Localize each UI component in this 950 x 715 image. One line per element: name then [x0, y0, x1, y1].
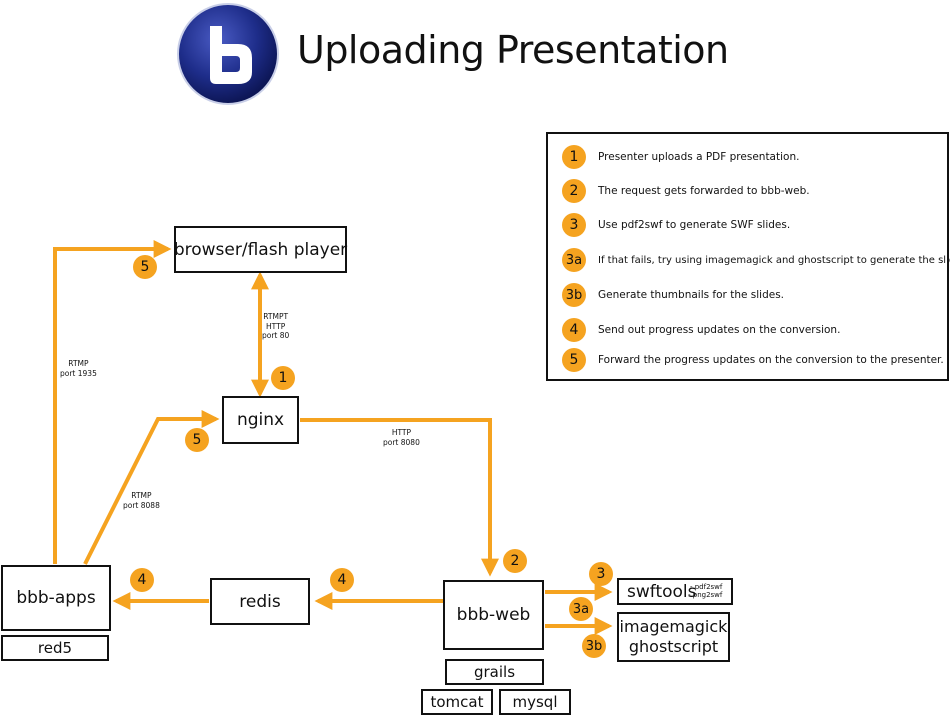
- nginx-node: nginx: [222, 396, 299, 444]
- step-badge-4-left: 4: [130, 568, 154, 592]
- step-badge-3b: 3b: [582, 634, 606, 658]
- grails-label: grails: [473, 663, 516, 681]
- legend-item-3a: 3a If that fails, try using imagemagick …: [562, 248, 950, 272]
- legend-panel: 1 Presenter uploads a PDF presentation. …: [546, 132, 950, 381]
- mysql-node: mysql: [499, 689, 571, 715]
- imagemagick-ghostscript-node: imagemagick ghostscript: [617, 612, 730, 662]
- tomcat-node: tomcat: [421, 689, 493, 715]
- bbb-apps-label: bbb-apps: [16, 588, 96, 608]
- edge-label-line: HTTP: [266, 321, 286, 331]
- edge-label-line: RTMP: [131, 491, 152, 500]
- legend-item-5: 5 Forward the progress updates on the co…: [562, 348, 944, 372]
- redis-node: redis: [210, 578, 310, 625]
- legend-text: Forward the progress updates on the conv…: [598, 354, 944, 366]
- edge-label-line: port 1935: [60, 368, 97, 378]
- bigbluebutton-logo: [177, 3, 279, 105]
- legend-text: Use pdf2swf to generate SWF slides.: [598, 219, 791, 231]
- step-badge-3: 3: [589, 562, 613, 586]
- step-badge-3a: 3a: [569, 597, 593, 621]
- page-title: Uploading Presentation: [297, 28, 729, 72]
- legend-item-1: 1 Presenter uploads a PDF presentation.: [562, 145, 799, 169]
- bbb-web-node: bbb-web: [443, 580, 544, 650]
- swftools-label: swftools: [627, 581, 697, 602]
- imagemagick-label: imagemagick: [619, 617, 728, 636]
- legend-badge: 1: [562, 145, 586, 169]
- step-badge-5-nginx: 5: [185, 428, 209, 452]
- legend-item-3: 3 Use pdf2swf to generate SWF slides.: [562, 213, 790, 237]
- edge-label-bbbapps-browser: RTMP port 1935: [60, 359, 97, 378]
- edge-label-bbbapps-nginx: RTMP port 8088: [123, 491, 160, 510]
- edge-label-line: port 8080: [383, 437, 420, 447]
- edge-label-line: HTTP: [391, 428, 412, 437]
- swftools-node: swftools: [617, 578, 733, 605]
- bbb-web-label: bbb-web: [456, 605, 531, 625]
- bbb-apps-node: bbb-apps: [1, 565, 111, 631]
- swftools-sub-png2swf: - png2swf: [688, 591, 723, 599]
- arrow-bbbapps-nginx: [83, 410, 220, 565]
- browser-flash-player-node: browser/flash player: [174, 226, 347, 273]
- edge-label-line: port 8088: [123, 500, 160, 510]
- legend-text: Presenter uploads a PDF presentation.: [598, 151, 800, 163]
- legend-badge: 3: [562, 213, 586, 237]
- legend-text: The request gets forwarded to bbb-web.: [598, 185, 810, 197]
- red5-label: red5: [37, 639, 73, 657]
- legend-item-2: 2 The request gets forwarded to bbb-web.: [562, 179, 810, 203]
- step-badge-5-browser: 5: [133, 255, 157, 279]
- redis-label: redis: [239, 591, 281, 612]
- ghostscript-label: ghostscript: [628, 637, 719, 656]
- edge-label-line: port 80: [262, 331, 290, 340]
- legend-item-4: 4 Send out progress updates on the conve…: [562, 318, 840, 342]
- edge-label-line: RTMPT: [263, 312, 289, 321]
- step-badge-1: 1: [271, 366, 295, 390]
- edge-label-browser-nginx: RTMPT HTTP port 80: [262, 312, 289, 341]
- legend-badge: 4: [562, 318, 586, 342]
- red5-node: red5: [1, 635, 109, 661]
- grails-node: grails: [445, 659, 544, 685]
- swftools-sublist: - pdf2swf - png2swf: [688, 583, 722, 599]
- legend-badge: 2: [562, 179, 586, 203]
- swftools-sub-pdf2swf: - pdf2swf: [689, 583, 723, 591]
- step-badge-4-right: 4: [330, 568, 354, 592]
- tomcat-label: tomcat: [430, 693, 484, 711]
- edge-label-line: RTMP: [68, 359, 89, 368]
- browser-label: browser/flash player: [173, 239, 348, 260]
- step-badge-2: 2: [503, 549, 527, 573]
- legend-text: Send out progress updates on the convers…: [598, 324, 841, 336]
- legend-text: Generate thumbnails for the slides.: [598, 289, 785, 301]
- legend-badge: 3b: [562, 283, 586, 307]
- arrow-bbbapps-browser: [53, 240, 172, 564]
- edge-label-nginx-bbbweb: HTTP port 8080: [383, 428, 420, 447]
- legend-text: If that fails, try using imagemagick and…: [598, 254, 950, 266]
- nginx-label: nginx: [236, 410, 285, 430]
- arrow-nginx-bbbweb: [300, 418, 499, 577]
- legend-badge: 5: [562, 348, 586, 372]
- legend-badge: 3a: [562, 248, 586, 272]
- legend-item-3b: 3b Generate thumbnails for the slides.: [562, 283, 784, 307]
- mysql-label: mysql: [512, 693, 558, 711]
